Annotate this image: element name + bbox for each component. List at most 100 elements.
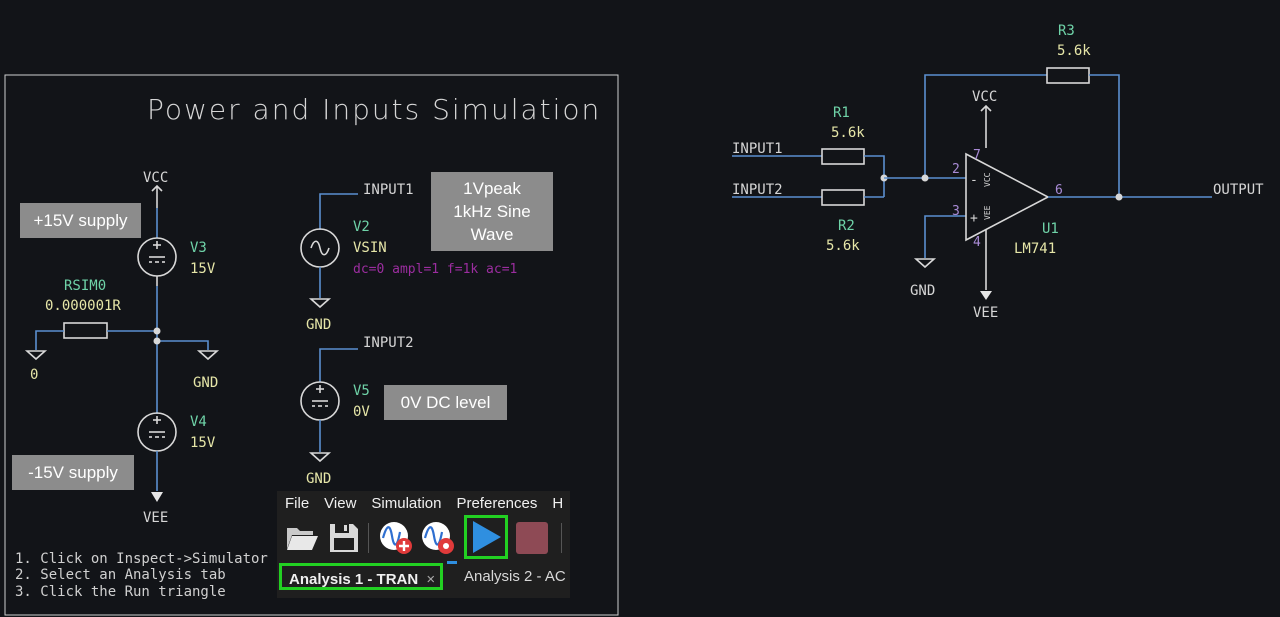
new-analysis-tab-button[interactable] (377, 519, 415, 557)
pin-6-number: 6 (1055, 183, 1063, 198)
noninverting-sign: + (970, 211, 978, 226)
r3-resistor[interactable]: R3 5.6k (1046, 23, 1091, 84)
open-workbook-button[interactable] (283, 519, 321, 557)
gnd-label: GND (306, 471, 331, 487)
menu-file[interactable]: File (285, 495, 310, 512)
add-plot-icon (380, 522, 412, 554)
r1-reference: R1 (833, 105, 850, 121)
u1-reference: U1 (1042, 221, 1059, 237)
gnd-label: GND (193, 375, 218, 391)
r1-value: 5.6k (831, 125, 865, 141)
tab-underline (447, 561, 457, 564)
sheet-frame (4, 74, 619, 616)
r3-reference: R3 (1058, 23, 1075, 39)
tab-label: Analysis 1 - TRAN (289, 571, 419, 588)
v3-dc-source[interactable]: V3 15V (137, 237, 216, 286)
input1-net-label[interactable]: INPUT1 (732, 141, 783, 157)
close-tab-icon[interactable]: × (426, 571, 436, 588)
rsim0-value: 0.000001R (45, 298, 121, 314)
vcc-label: VCC (143, 170, 168, 186)
toolbar-separator (561, 523, 562, 553)
instruction-step-1: 1. Click on Inspect->Simulator (15, 551, 268, 567)
vcc-power-symbol[interactable]: VCC (143, 170, 168, 208)
v5-dc-source[interactable]: V5 0V (300, 381, 370, 421)
zero-ground-symbol[interactable]: 0 (24, 350, 48, 383)
v4-value: 15V (190, 435, 216, 451)
pin-7-number: 7 (973, 148, 981, 163)
inverting-sign: - (970, 173, 978, 188)
junction-dot (921, 174, 929, 182)
save-icon (330, 524, 358, 552)
menu-view[interactable]: View (324, 495, 357, 512)
r3-value: 5.6k (1057, 43, 1091, 59)
v5-value: 0V (353, 404, 370, 420)
toolbar-separator (368, 523, 369, 553)
vcc-power-symbol[interactable]: VCC (972, 89, 997, 148)
gnd-symbol[interactable]: GND (306, 298, 331, 333)
gnd-symbol[interactable]: GND (306, 452, 331, 487)
v3-reference: V3 (190, 240, 207, 256)
v5-reference: V5 (353, 383, 370, 399)
plot-settings-icon (422, 522, 454, 554)
u1-opamp[interactable]: - + VCC VEE 2 3 7 4 6 U1 LM741 (952, 148, 1063, 257)
v4-reference: V4 (190, 414, 207, 430)
play-icon (473, 521, 501, 553)
run-simulation-button[interactable] (464, 515, 508, 559)
pin-4-number: 4 (973, 235, 981, 250)
gnd-symbol[interactable]: GND (193, 350, 220, 391)
v4-dc-source[interactable]: V4 15V (137, 412, 216, 452)
v2-parameters: dc=0 ampl=1 f=1k ac=1 (353, 262, 517, 277)
vee-label: VEE (143, 510, 168, 526)
stop-icon (516, 522, 548, 554)
vee-power-symbol[interactable]: VEE (143, 492, 168, 526)
neg-supply-note: -15V supply (12, 455, 134, 490)
gnd-symbol[interactable]: GND (910, 258, 937, 299)
menu-help[interactable]: H (552, 495, 564, 512)
v2-value: VSIN (353, 240, 387, 256)
r2-resistor[interactable]: R2 5.6k (821, 189, 865, 254)
instruction-step-3: 3. Click the Run triangle (15, 584, 226, 600)
tab-analysis-2-ac[interactable]: Analysis 2 - AC (464, 568, 566, 585)
simulator-window-snippet: File View Simulation Preferences H (277, 491, 570, 598)
pin-2-number: 2 (952, 162, 960, 177)
zero-label: 0 (30, 367, 38, 383)
tab-analysis-1-tran[interactable]: Analysis 1 - TRAN × (279, 563, 443, 590)
sine-wave-note: 1Vpeak 1kHz Sine Wave (431, 172, 553, 251)
menu-preferences[interactable]: Preferences (456, 495, 538, 512)
stop-simulation-button[interactable] (513, 519, 551, 557)
v2-sine-source[interactable]: V2 VSIN dc=0 ampl=1 f=1k ac=1 (300, 219, 517, 277)
dc-level-note: 0V DC level (384, 385, 507, 420)
gnd-label: GND (910, 283, 935, 299)
input2-net-label[interactable]: INPUT2 (363, 335, 414, 351)
junction-dot (153, 327, 161, 335)
edit-analysis-settings-button[interactable] (419, 519, 457, 557)
r2-reference: R2 (838, 218, 855, 234)
junction-dot (1115, 193, 1123, 201)
r2-value: 5.6k (826, 238, 860, 254)
instruction-step-2: 2. Select an Analysis tab (15, 567, 226, 583)
u1-value: LM741 (1014, 241, 1056, 257)
input1-net-label[interactable]: INPUT1 (363, 182, 414, 198)
vee-power-symbol[interactable]: VEE (973, 291, 998, 321)
r1-resistor[interactable]: R1 5.6k (821, 105, 865, 165)
vee-pin-name: VEE (983, 205, 992, 220)
pos-supply-note: +15V supply (20, 203, 141, 238)
vcc-label: VCC (972, 89, 997, 105)
menu-bar: File View Simulation Preferences H (277, 491, 570, 517)
input2-net-label[interactable]: INPUT2 (732, 182, 783, 198)
save-workbook-button[interactable] (325, 519, 363, 557)
rsim0-resistor[interactable]: RSIM0 0.000001R (45, 278, 121, 339)
v3-value: 15V (190, 261, 216, 277)
rsim0-reference: RSIM0 (64, 278, 106, 294)
sheet-title: Power and Inputs Simulation (147, 93, 601, 126)
vcc-pin-name: VCC (983, 172, 992, 187)
folder-open-icon (287, 528, 318, 550)
v2-reference: V2 (353, 219, 370, 235)
gnd-label: GND (306, 317, 331, 333)
pin-3-number: 3 (952, 204, 960, 219)
junction-dot (153, 337, 161, 345)
output-net-label[interactable]: OUTPUT (1213, 182, 1264, 198)
vee-label: VEE (973, 305, 998, 321)
menu-simulation[interactable]: Simulation (371, 495, 442, 512)
